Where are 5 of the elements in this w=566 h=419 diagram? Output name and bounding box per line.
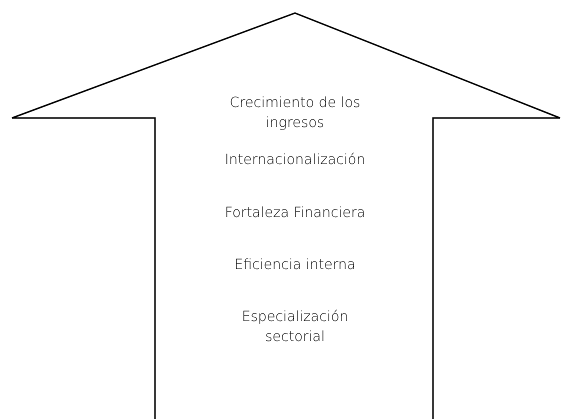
arrow-item-text: Fortaleza Financiera	[224, 204, 366, 223]
arrow-item-text: Eficiencia interna	[233, 256, 357, 275]
arrow-item-text: Internacionalización	[224, 151, 366, 170]
arrow-item-text: Crecimiento de los ingresos	[228, 94, 362, 133]
arrow-item-text: Especialización sectorial	[240, 308, 350, 347]
